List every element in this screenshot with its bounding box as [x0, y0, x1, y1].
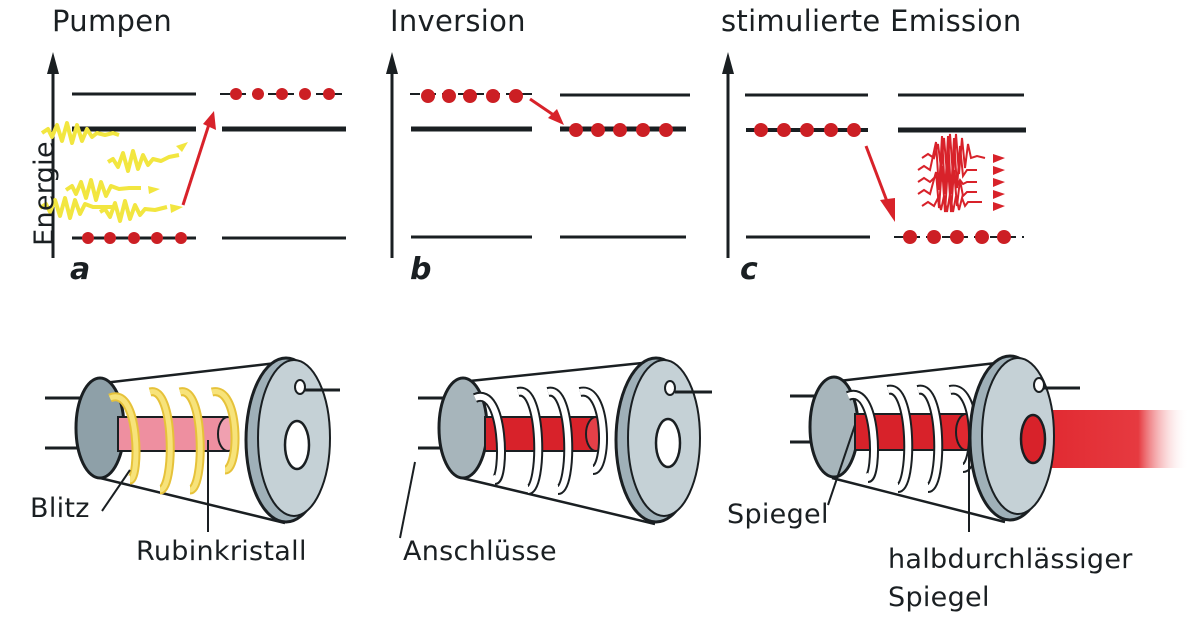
label-halb-spiegel: Spiegel — [888, 582, 990, 613]
label-anschluesse: Anschlüsse — [403, 536, 557, 567]
panel-b-energy-diagram — [386, 52, 690, 258]
panel-b-letter: b — [410, 252, 432, 287]
glass-tube-outline — [94, 360, 286, 525]
electrons-top-left — [421, 89, 523, 103]
front-disc — [981, 357, 1055, 515]
panel-c-title: stimulierte Emission — [721, 4, 1022, 38]
energy-axis-arrowhead — [47, 52, 59, 74]
electrons-middle-left — [754, 123, 861, 137]
panel-a-title: Pumpen — [52, 4, 173, 38]
flash-lamp-coil — [473, 386, 608, 495]
blitz-leader — [101, 469, 131, 512]
emission-arrowhead — [880, 198, 895, 222]
emission-arrow — [864, 145, 890, 205]
excitation-arrowhead — [203, 111, 216, 130]
glass-tube-outline — [459, 360, 656, 526]
electrons-top-right — [230, 88, 335, 100]
spiegel-leader — [827, 424, 856, 506]
electrons-ground-left — [82, 232, 187, 244]
energy-axis-arrowhead — [722, 52, 734, 74]
front-disc-hole — [1019, 413, 1047, 465]
excitation-arrow — [181, 117, 213, 206]
front-disc-hole — [283, 419, 311, 471]
transition-arrowhead — [548, 109, 564, 125]
front-terminal — [1033, 377, 1045, 393]
laser-device-a — [45, 356, 340, 532]
stimulated-photon-waves — [917, 133, 986, 213]
flash-lamp-coil — [846, 384, 978, 493]
pump-light-arrowheads — [148, 142, 188, 213]
electrons-middle-right — [569, 123, 673, 137]
anschluesse-leader — [399, 461, 416, 539]
front-terminal — [664, 380, 676, 396]
electrons-ground-right — [903, 230, 1011, 244]
label-spiegel: Spiegel — [727, 499, 829, 530]
panel-a-letter: a — [70, 252, 91, 287]
stimulated-photon-arrowheads — [993, 154, 1005, 211]
flash-lamp-coil — [108, 387, 240, 495]
front-disc-hole — [654, 417, 682, 469]
laser-device-c — [790, 354, 1189, 532]
front-terminal — [294, 379, 306, 395]
panel-b-title: Inversion — [390, 4, 526, 38]
laser-device-b — [399, 356, 712, 539]
label-blitz: Blitz — [30, 493, 90, 524]
label-rubinkristall: Rubinkristall — [136, 536, 307, 567]
pump-light-waves — [38, 121, 180, 223]
label-halbdurchlaessiger: halbdurchlässiger — [888, 544, 1133, 575]
panel-c-letter: c — [740, 252, 759, 287]
energy-axis-label: Energie — [28, 141, 60, 246]
panel-c-energy-diagram — [722, 52, 1026, 258]
energy-axis-arrowhead — [386, 52, 398, 74]
glass-tube-outline — [829, 360, 1006, 524]
panel-a-energy-diagram — [38, 52, 348, 258]
